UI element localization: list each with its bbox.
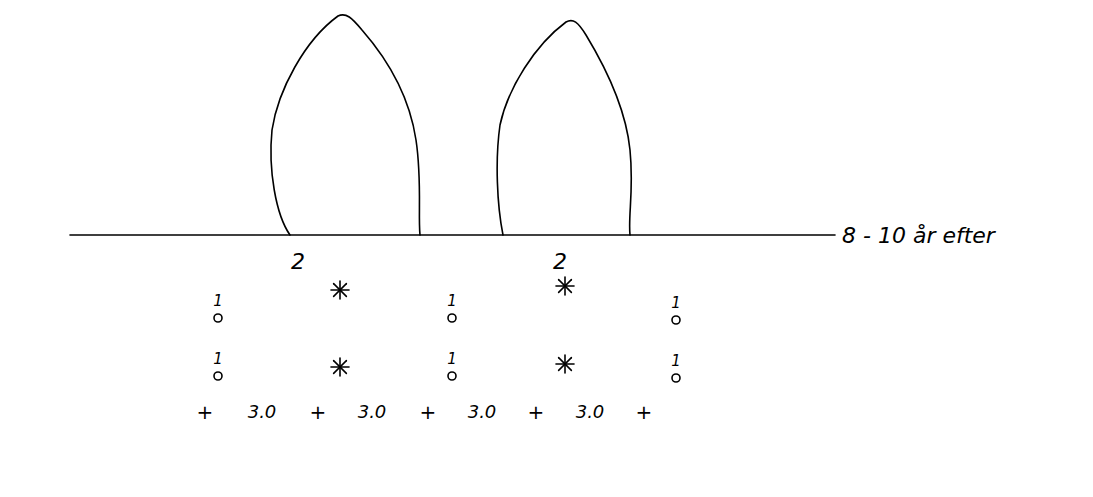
- spacing-dimension: 3.0: [248, 403, 277, 421]
- asterisk-symbol: [331, 277, 574, 376]
- count-number: 1: [213, 352, 223, 367]
- plus-marker: +: [636, 402, 653, 422]
- ground-line: [70, 234, 835, 236]
- tree-crown: [497, 21, 631, 235]
- spacing-dimension: 3.0: [468, 403, 497, 421]
- count-number: 1: [671, 354, 681, 369]
- time-note: 8 - 10 år efter: [842, 225, 995, 247]
- plus-marker: +: [197, 402, 214, 422]
- count-number: 1: [447, 352, 457, 367]
- count-number: 1: [671, 296, 681, 311]
- plus-marker: +: [420, 402, 437, 422]
- plus-marker: +: [310, 402, 327, 422]
- plus-marker: +: [528, 402, 545, 422]
- count-number: 1: [447, 294, 457, 309]
- count-number: 2: [553, 251, 567, 273]
- count-number: 2: [291, 251, 305, 273]
- plant-circle: [214, 314, 680, 382]
- tree-crown: [271, 15, 420, 235]
- count-number: 1: [213, 294, 223, 309]
- spacing-dimension: 3.0: [576, 403, 605, 421]
- spacing-dimension: 3.0: [358, 403, 387, 421]
